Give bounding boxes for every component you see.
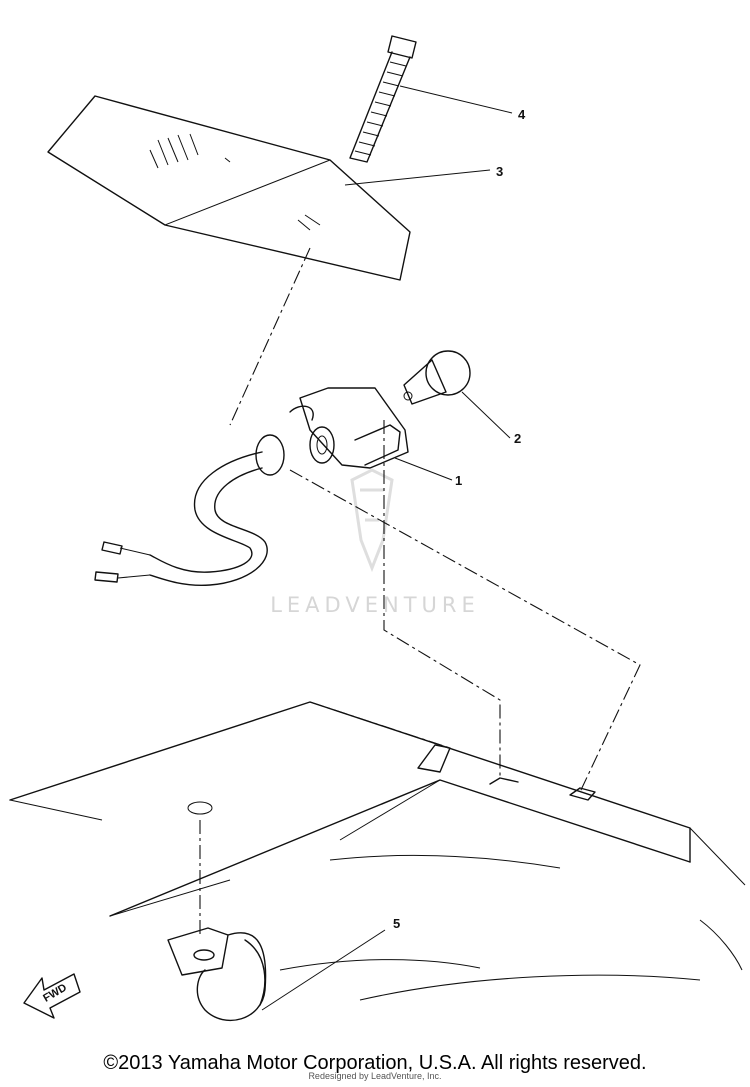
copyright-notice: ©2013 Yamaha Motor Corporation, U.S.A. A… [103, 1052, 647, 1074]
watermark-logo-icon [350, 468, 394, 573]
fender-body [9, 701, 746, 1001]
callout-4: 4 [518, 107, 526, 122]
callout-3: 3 [496, 164, 503, 179]
fwd-direction-marker: FWD [23, 973, 81, 1019]
bulb-part [403, 350, 471, 405]
wire-harness [94, 451, 268, 587]
callout-5: 5 [393, 916, 400, 931]
watermark-text: LEADVENTURE [270, 593, 480, 617]
fwd-arrow-icon [23, 973, 81, 1019]
callout-2: 2 [514, 431, 521, 446]
callouts: 1 2 3 4 5 [393, 107, 526, 931]
socket-part [255, 387, 409, 476]
lens-part [47, 95, 411, 281]
watermark: LEADVENTURE [270, 468, 480, 617]
leader-lines [261, 85, 513, 1011]
assembly-center-lines [199, 247, 641, 935]
callout-1: 1 [455, 473, 462, 488]
fwd-label: FWD [41, 982, 69, 1005]
screw-part [349, 35, 417, 163]
redesign-credit: Redesigned by LeadVenture, Inc. [308, 1071, 442, 1081]
bracket-part [167, 801, 267, 1021]
